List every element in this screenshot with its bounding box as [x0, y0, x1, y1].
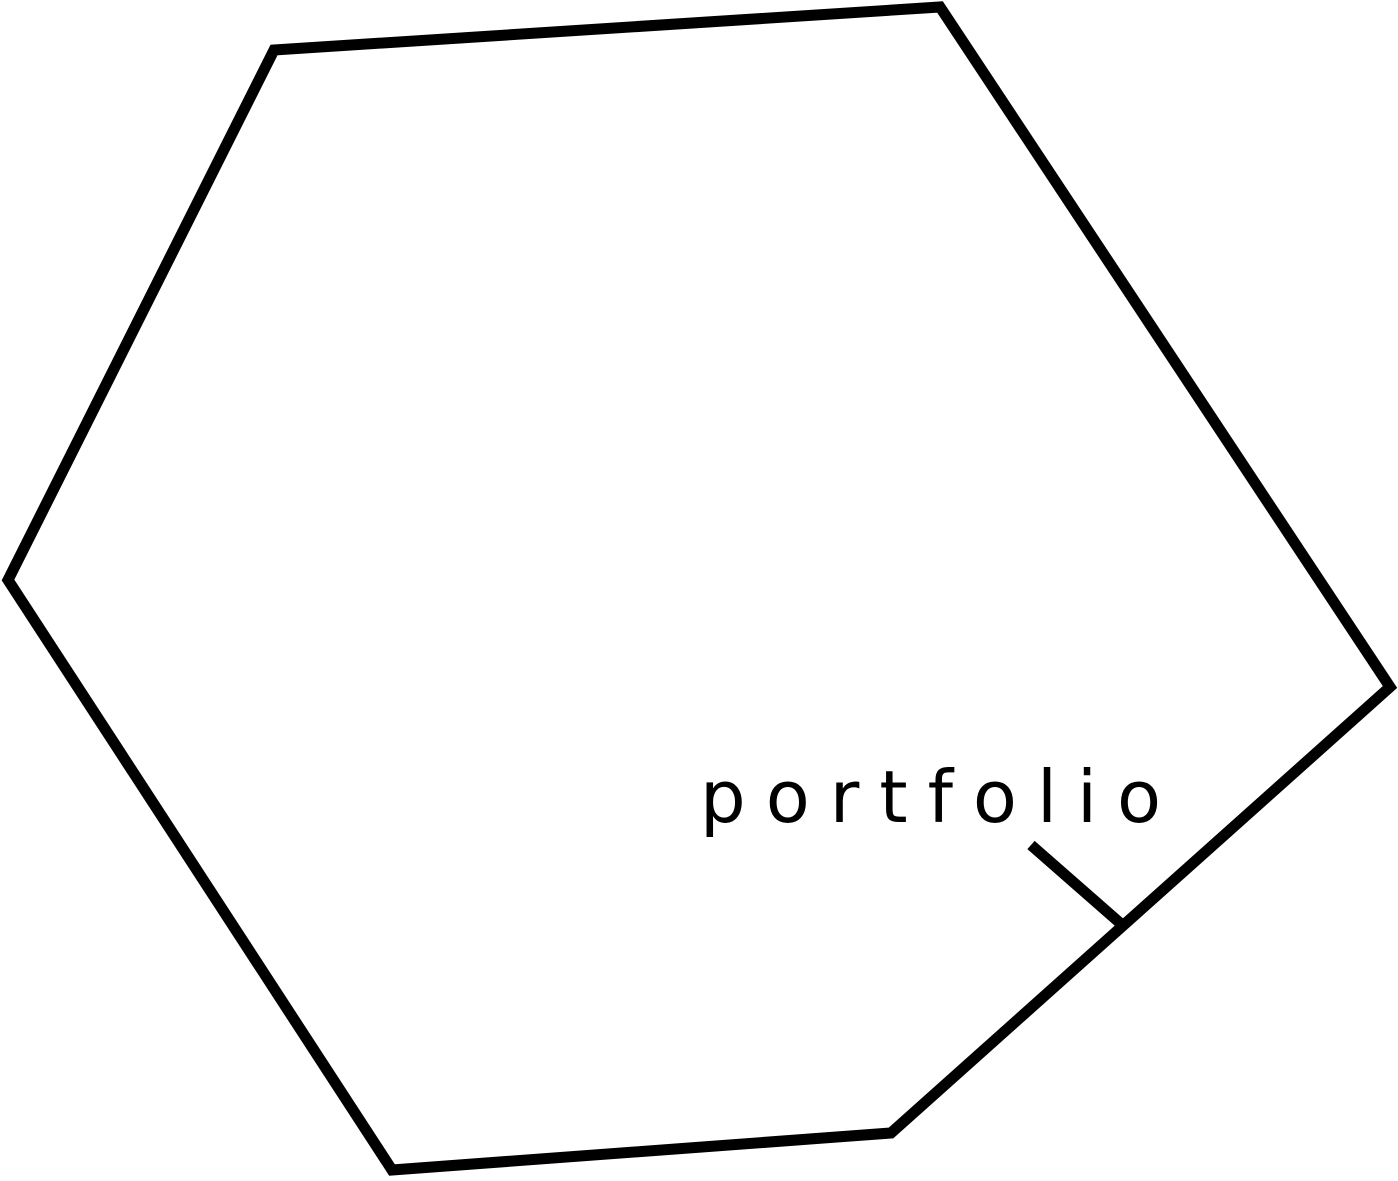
wordmark-text: portfolio	[700, 755, 1181, 839]
connector-tick	[1027, 840, 1124, 928]
